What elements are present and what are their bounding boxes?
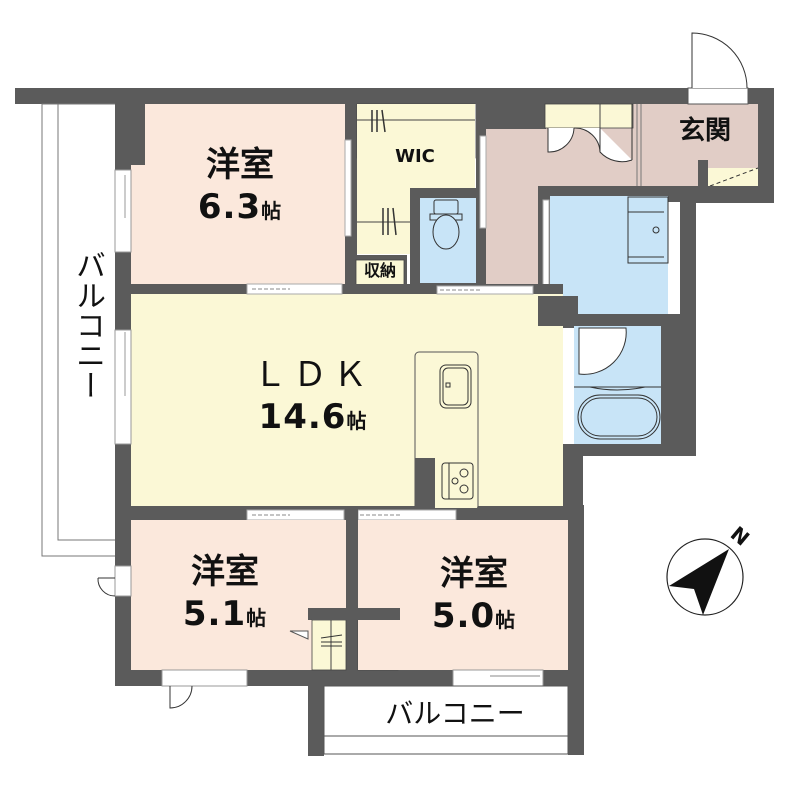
room-name: 洋室 <box>191 552 259 592</box>
room-wic-label: WIC <box>395 146 435 167</box>
room-name: 洋室 <box>206 145 274 185</box>
room-storage-label: 収納 <box>363 261 396 280</box>
room-entrance-label: 玄関 <box>678 116 731 146</box>
balcony-west-label: バルコニー <box>70 250 105 400</box>
room-name: 洋室 <box>440 554 508 594</box>
room-ldk: ＬＤＫ 14.6帖 <box>228 358 398 434</box>
room-name: ＬＤＫ <box>253 355 373 395</box>
room-size: 5.0帖 <box>431 596 517 636</box>
room-size: 6.3帖 <box>197 187 283 227</box>
balcony-south-label: バルコニー <box>385 697 525 730</box>
room-size: 5.1帖 <box>182 594 268 634</box>
room-western-1: 洋室 6.3帖 <box>170 148 310 224</box>
compass-icon <box>667 539 743 615</box>
room-western-2: 洋室 5.1帖 <box>155 555 295 631</box>
room-size: 14.6帖 <box>258 397 368 437</box>
room-western-3: 洋室 5.0帖 <box>404 557 544 633</box>
